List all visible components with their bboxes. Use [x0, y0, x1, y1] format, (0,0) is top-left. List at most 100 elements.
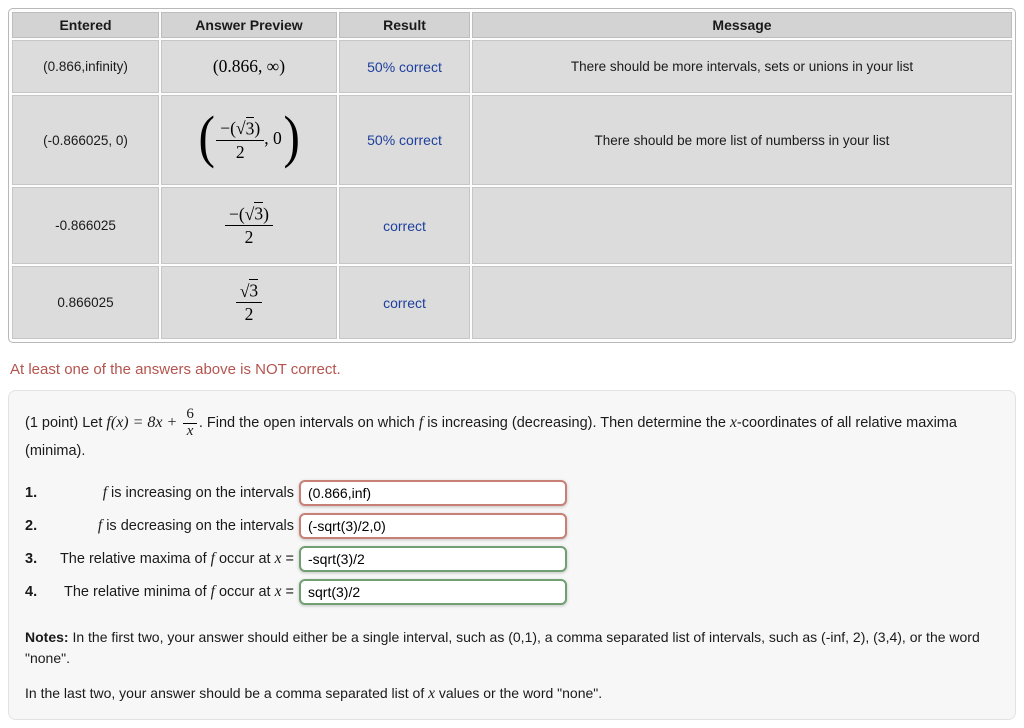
- question-row-3: 3. The relative maxima of f occur at x =: [25, 545, 1003, 572]
- question-row-4: 4. The relative minima of f occur at x =: [25, 578, 1003, 605]
- results-header-row: Entered Answer Preview Result Message: [12, 12, 1012, 38]
- question-number: 3.: [25, 550, 38, 567]
- sqrt-symbol: √: [244, 203, 255, 224]
- statement-text: . Find the open intervals on which: [198, 415, 419, 432]
- fraction-denominator: x: [186, 422, 194, 439]
- relative-minima-input[interactable]: [299, 578, 567, 605]
- table-row: (-0.866025, 0) (−(√3)2, 0) 50% correct T…: [12, 95, 1012, 185]
- increasing-intervals-input[interactable]: [299, 479, 567, 506]
- math-preview-interval: (0.866, ∞): [212, 56, 286, 76]
- numerator-suffix: ): [263, 203, 269, 224]
- result-text: correct: [383, 217, 426, 234]
- question-label: The relative minima of f occur at x =: [63, 582, 294, 600]
- fraction: −(√3)2: [225, 202, 273, 247]
- math-preview-fraction: −(√3)2: [225, 202, 273, 247]
- fraction-numerator: 6: [183, 406, 197, 424]
- result-cell: 50% correct: [339, 40, 470, 93]
- f-symbol: f: [418, 414, 424, 432]
- message-cell: [472, 266, 1012, 339]
- question-label: f is increasing on the intervals: [102, 483, 294, 501]
- radicand: 3: [245, 116, 255, 139]
- answer-entry-list: 1. f is increasing on the intervals 2. f…: [25, 479, 1003, 605]
- answer-preview: (0.866, ∞): [161, 40, 337, 93]
- f-symbol: f: [210, 549, 215, 567]
- fraction-numerator: √3: [235, 279, 263, 303]
- point-value-and-prefix: (1 point) Let: [25, 415, 107, 432]
- numerator-suffix: ): [254, 118, 261, 139]
- answer-preview: √3 2: [161, 266, 337, 339]
- function-definition: f(x) = 8x +: [106, 414, 178, 432]
- notes-paragraph-2: In the last two, your answer should be a…: [25, 685, 997, 703]
- question-row-2: 2. f is decreasing on the intervals: [25, 512, 1003, 539]
- question-number: 2.: [25, 517, 38, 534]
- question-number: 4.: [25, 583, 38, 600]
- message-cell: There should be more list of numberss in…: [472, 95, 1012, 185]
- col-header-message: Message: [472, 12, 1012, 38]
- result-text: 50% correct: [367, 132, 442, 148]
- answer-preview: (−(√3)2, 0): [161, 95, 337, 185]
- col-header-answer-preview: Answer Preview: [161, 12, 337, 38]
- incorrect-answers-alert: At least one of the answers above is NOT…: [10, 361, 341, 378]
- question-number: 1.: [25, 484, 38, 501]
- fraction-numerator: −(√3): [216, 116, 265, 141]
- x-symbol: x: [730, 414, 737, 432]
- sqrt-radical: √3: [244, 202, 264, 224]
- x-symbol: x: [274, 549, 282, 567]
- entered-value: (0.866,infinity): [12, 40, 159, 93]
- col-header-result: Result: [339, 12, 470, 38]
- f-symbol: f: [210, 582, 215, 600]
- entered-value: 0.866025: [12, 266, 159, 339]
- math-preview-interval-fraction: (−(√3)2, 0): [198, 104, 300, 169]
- result-cell: correct: [339, 266, 470, 339]
- interval-rest: , 0: [264, 128, 282, 149]
- answer-preview: −(√3)2: [161, 187, 337, 264]
- results-table-container: Entered Answer Preview Result Message (0…: [8, 8, 1016, 343]
- sqrt-symbol: √: [236, 118, 246, 139]
- math-preview-fraction: √3 2: [235, 279, 263, 324]
- message-cell: There should be more intervals, sets or …: [472, 40, 1012, 93]
- radicand: 3: [249, 279, 259, 301]
- result-cell: correct: [339, 187, 470, 264]
- question-label: The relative maxima of f occur at x =: [59, 549, 294, 567]
- statement-text: is increasing (decreasing). Then determi…: [423, 415, 731, 432]
- result-text: 50% correct: [367, 58, 442, 75]
- sqrt-radical: √3: [236, 116, 255, 139]
- table-row: (0.866,infinity) (0.866, ∞) 50% correct …: [12, 40, 1012, 93]
- entered-value: (-0.866025, 0): [12, 95, 159, 185]
- message-cell: [472, 187, 1012, 264]
- x-symbol: x: [274, 582, 282, 600]
- notes-paragraph: Notes: In the first two, your answer sho…: [25, 627, 997, 669]
- fraction-denominator: 2: [235, 141, 245, 162]
- numerator-prefix: −(: [229, 203, 245, 224]
- notes-label: Notes:: [25, 628, 69, 645]
- x-symbol: x: [428, 684, 435, 702]
- f-symbol: f: [102, 483, 107, 501]
- statement-text: -coordinates of all relative maxima (min…: [25, 415, 957, 459]
- f-symbol: f: [97, 516, 103, 534]
- fraction-numerator: −(√3): [225, 202, 273, 226]
- question-label: f is decreasing on the intervals: [97, 516, 294, 534]
- sqrt-symbol: √: [239, 280, 250, 301]
- fraction: √3 2: [235, 279, 263, 324]
- table-row: 0.866025 √3 2 correct: [12, 266, 1012, 339]
- result-text: correct: [383, 294, 426, 311]
- table-row: -0.866025 −(√3)2 correct: [12, 187, 1012, 264]
- notes-text-2: In the last two, your answer should be a…: [25, 684, 429, 701]
- fraction-denominator: 2: [244, 227, 254, 247]
- fraction: −(√3)2: [216, 116, 265, 162]
- entered-value: -0.866025: [12, 187, 159, 264]
- fraction-denominator: 2: [244, 304, 254, 324]
- result-cell: 50% correct: [339, 95, 470, 185]
- notes-text-1: In the first two, your answer should eit…: [25, 628, 980, 666]
- radicand: 3: [254, 202, 264, 224]
- numerator-prefix: −(: [220, 118, 236, 139]
- col-header-entered: Entered: [12, 12, 159, 38]
- sqrt-radical: √3: [239, 279, 259, 301]
- decreasing-intervals-input[interactable]: [299, 512, 567, 539]
- relative-maxima-input[interactable]: [299, 545, 567, 572]
- question-row-1: 1. f is increasing on the intervals: [25, 479, 1003, 506]
